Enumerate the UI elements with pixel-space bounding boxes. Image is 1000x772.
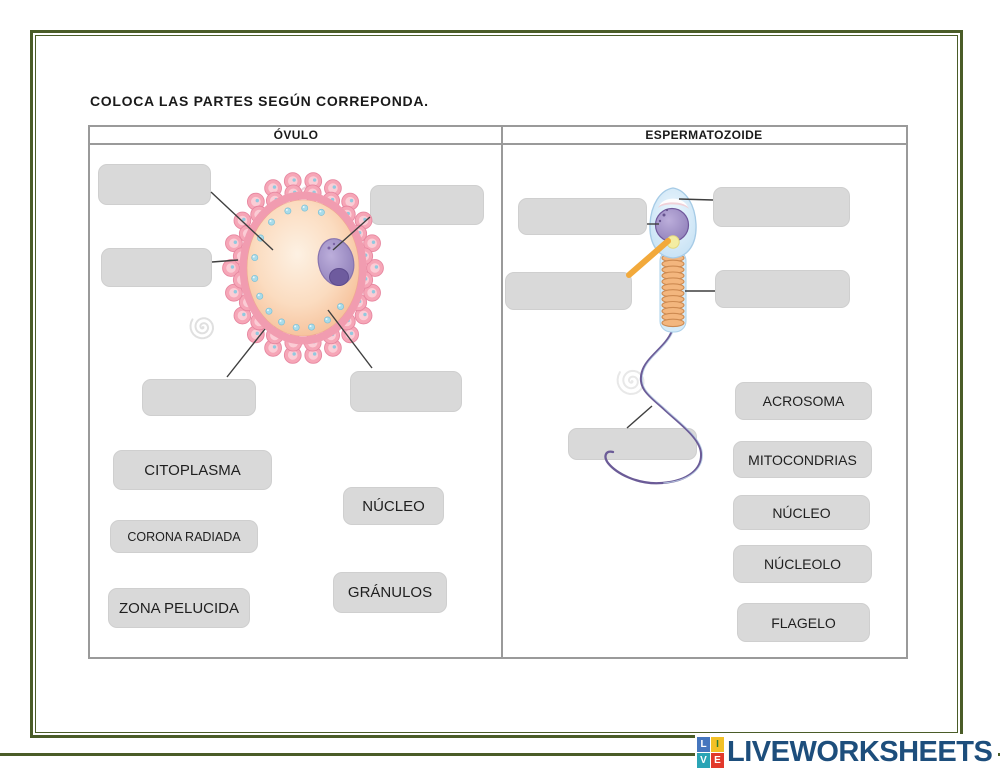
answer-slot-sperm-5[interactable] <box>568 428 697 460</box>
page-border-frame-inner <box>35 35 958 733</box>
logo-square-l: L <box>697 736 710 752</box>
word-chip-zona-pelucida[interactable]: ZONA PELUCIDA <box>108 588 250 628</box>
word-chip-granulos[interactable]: GRÁNULOS <box>333 572 447 613</box>
word-chip-nucleo-ovulo[interactable]: NÚCLEO <box>343 487 444 525</box>
answer-slot-ovulo-5[interactable] <box>350 371 462 412</box>
word-chip-flagelo[interactable]: FLAGELO <box>737 603 870 642</box>
answer-slot-sperm-1[interactable] <box>518 198 647 235</box>
answer-slot-sperm-2[interactable] <box>713 187 850 227</box>
word-chip-citoplasma[interactable]: CITOPLASMA <box>113 450 272 490</box>
table-header-row: ÓVULO ESPERMATOZOIDE <box>90 127 906 145</box>
liveworksheets-logo-text: LIVEWORKSHEETS <box>727 736 993 768</box>
liveworksheets-logo[interactable]: L I V E LIVEWORKSHEETS <box>695 734 999 771</box>
answer-slot-ovulo-1[interactable] <box>98 164 211 205</box>
worksheet-title: COLOCA LAS PARTES SEGÚN CORREPONDA. <box>90 93 429 109</box>
word-chip-nucleolo[interactable]: NÚCLEOLO <box>733 545 872 583</box>
word-chip-corona-radiada[interactable]: CORONA RADIADA <box>110 520 258 553</box>
word-chip-mitocondrias[interactable]: MITOCONDRIAS <box>733 441 872 478</box>
parts-table: ÓVULO ESPERMATOZOIDE <box>88 125 908 659</box>
logo-square-e: E <box>711 752 724 768</box>
word-chip-nucleo-sperm[interactable]: NÚCLEO <box>733 495 870 530</box>
answer-slot-sperm-4[interactable] <box>715 270 850 308</box>
column-header-ovulo: ÓVULO <box>273 128 319 142</box>
answer-slot-ovulo-2[interactable] <box>370 185 484 225</box>
liveworksheets-logo-icon: L I V E <box>697 736 724 769</box>
word-chip-acrosoma[interactable]: ACROSOMA <box>735 382 872 420</box>
answer-slot-sperm-3[interactable] <box>505 272 632 310</box>
column-divider <box>501 127 503 657</box>
logo-square-v: V <box>697 752 710 768</box>
logo-square-i: I <box>711 736 724 752</box>
column-header-espermatozoide: ESPERMATOZOIDE <box>645 128 763 142</box>
answer-slot-ovulo-4[interactable] <box>142 379 256 416</box>
footer-divider-line <box>0 753 1000 756</box>
page-border-frame <box>30 30 963 738</box>
answer-slot-ovulo-3[interactable] <box>101 248 212 287</box>
